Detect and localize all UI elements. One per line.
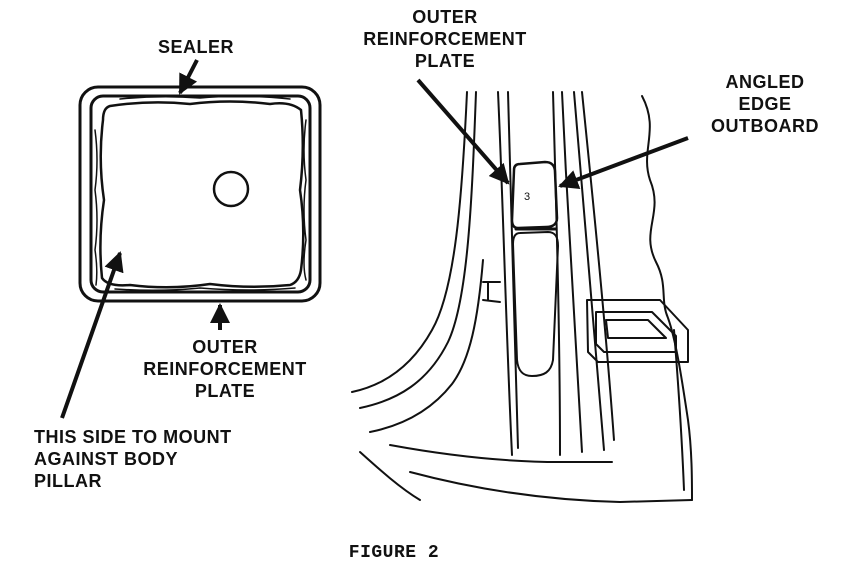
vent-opening-detail [605, 319, 667, 339]
sill-line-2 [409, 471, 693, 503]
pillar-lower-opening [512, 231, 559, 377]
mount-side-arrow [60, 251, 124, 419]
door-opening-outer [351, 91, 468, 393]
rear-quarter-outline [641, 95, 693, 501]
right-callout-arrows [416, 78, 689, 190]
sill-line-3 [359, 451, 421, 501]
reinforcement-plate-drawing [78, 85, 322, 303]
vent-opening-outer [586, 299, 689, 363]
pillar-plate [510, 160, 559, 230]
pillar-edge-right-3 [573, 91, 605, 451]
angled-edge-label: ANGLED EDGE OUTBOARD [711, 72, 819, 136]
vent-opening-inner [595, 311, 677, 353]
pillar-edge-right-2 [561, 91, 583, 453]
angled-edge-arrow [558, 136, 689, 190]
plate-outer-outline [78, 85, 322, 303]
outer-plate-top-label: OUTER REINFORCEMENT PLATE [363, 7, 527, 71]
mount-side-label: THIS SIDE TO MOUNT AGAINST BODY PILLAR [34, 427, 232, 491]
door-opening-inner [359, 91, 477, 409]
left-callout-arrows [60, 59, 230, 419]
sealer-label: SEALER [158, 37, 235, 57]
door-opening-inner2 [369, 259, 484, 433]
plate-mark: 3 [524, 191, 530, 203]
sill-line-1 [389, 444, 613, 463]
outer-plate-bottom-label: OUTER REINFORCEMENT PLATE [143, 337, 307, 401]
body-pillar-drawing [351, 91, 693, 503]
sealer-band-inner [99, 100, 305, 289]
sealer-texture [94, 95, 307, 292]
rear-quarter-inner [673, 329, 685, 491]
pillar-edge-left-1 [497, 91, 513, 456]
pillar-step-detail [482, 281, 501, 303]
mounting-hole [212, 170, 250, 208]
outer-plate-top-arrow [416, 78, 510, 185]
sealer-arrow [178, 59, 199, 95]
sealer-band-outer [89, 94, 312, 294]
pillar-edge-right-4 [581, 91, 615, 441]
figure-caption: FIGURE 2 [348, 543, 440, 563]
